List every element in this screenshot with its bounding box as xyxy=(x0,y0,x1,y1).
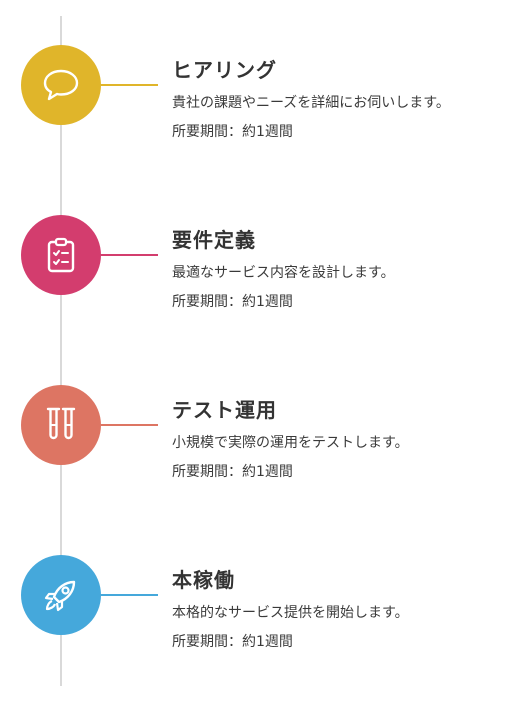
step-title: ヒアリング xyxy=(172,58,277,82)
step-duration: 所要期間：約1週間 xyxy=(172,294,293,310)
rocket-icon xyxy=(41,575,81,615)
step-description: 小規模で実際の運用をテストします。 xyxy=(172,435,409,451)
step-description: 本格的なサービス提供を開始します。 xyxy=(172,605,409,621)
step-circle-production xyxy=(21,555,101,635)
step-hearing: ヒアリング 貴社の課題やニーズを詳細にお伺いします。 所要期間：約1週間 xyxy=(0,32,520,142)
step-production: 本稼働 本格的なサービス提供を開始します。 所要期間：約1週間 xyxy=(0,542,520,652)
timeline-line xyxy=(60,16,62,686)
step-circle-test-operation xyxy=(21,385,101,465)
test-tubes-icon xyxy=(43,405,79,445)
step-requirements: 要件定義 最適なサービス内容を設計します。 所要期間：約1週間 xyxy=(0,202,520,312)
step-description: 最適なサービス内容を設計します。 xyxy=(172,265,395,281)
step-circle-hearing xyxy=(21,45,101,125)
connector-line xyxy=(101,84,158,86)
step-test-operation: テスト運用 小規模で実際の運用をテストします。 所要期間：約1週間 xyxy=(0,372,520,482)
speech-bubble-icon xyxy=(42,68,80,102)
step-description: 貴社の課題やニーズを詳細にお伺いします。 xyxy=(172,95,450,111)
step-title: 要件定義 xyxy=(172,228,256,252)
connector-line xyxy=(101,254,158,256)
step-circle-requirements xyxy=(21,215,101,295)
step-duration: 所要期間：約1週間 xyxy=(172,124,293,140)
step-title: 本稼働 xyxy=(172,568,235,592)
step-duration: 所要期間：約1週間 xyxy=(172,634,293,650)
step-duration: 所要期間：約1週間 xyxy=(172,464,293,480)
step-title: テスト運用 xyxy=(172,398,277,422)
clipboard-checklist-icon xyxy=(45,236,77,274)
connector-line xyxy=(101,424,158,426)
connector-line xyxy=(101,594,158,596)
